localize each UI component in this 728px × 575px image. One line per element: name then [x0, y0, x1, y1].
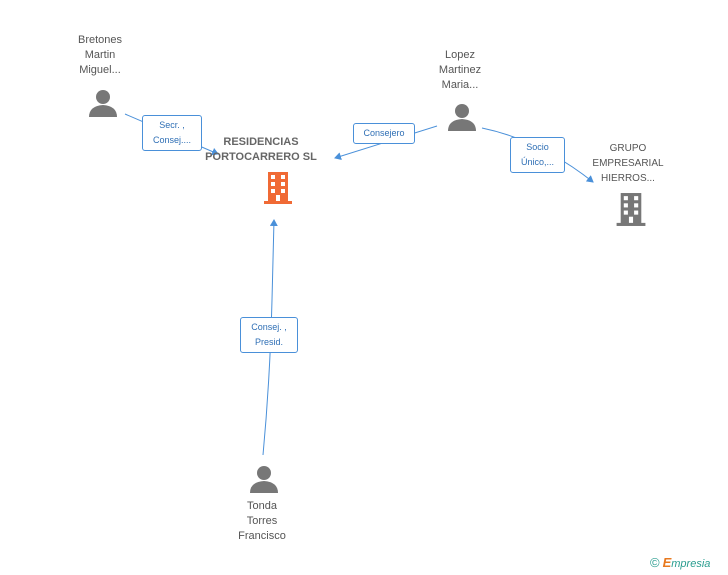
- company-name-line: HIERROS...: [601, 173, 655, 184]
- edge-label-bretones-residencias[interactable]: Secr. , Consej....: [142, 115, 202, 151]
- edge-label-line: Consej. ,: [251, 322, 287, 332]
- brand-logo-text: mpresia: [671, 558, 711, 570]
- company-name-line: EMPRESARIAL: [592, 158, 664, 169]
- person-label-lopez[interactable]: Lopez Martinez Maria...: [405, 48, 515, 93]
- edge-label-lopez-grupo[interactable]: Socio Único,...: [510, 137, 565, 173]
- person-name-line: Lopez: [445, 49, 475, 61]
- edge-label-lopez-residencias[interactable]: Consejero: [353, 123, 415, 144]
- person-name-line: Miguel...: [79, 64, 121, 76]
- edge-tonda-residencias: [262, 219, 278, 456]
- person-name-line: Tonda: [247, 500, 277, 512]
- copyright-icon: ©: [650, 555, 660, 570]
- person-name-line: Bretones: [77, 34, 123, 46]
- company-name-line: RESIDENCIAS: [223, 136, 299, 148]
- person-label-tonda[interactable]: Tonda Torres Francisco: [207, 499, 317, 544]
- edge-label-line: Socio: [526, 142, 549, 152]
- company-label-residencias[interactable]: RESIDENCIAS PORTOCARRERO SL: [196, 135, 326, 165]
- company-label-grupo[interactable]: GRUPO EMPRESARIAL HIERROS...: [573, 141, 683, 186]
- person-name-line: Torres: [246, 515, 278, 527]
- edge-label-line: Secr. ,: [159, 120, 185, 130]
- company-name-line: PORTOCARRERO SL: [205, 151, 317, 163]
- edge-label-line: Consejero: [363, 128, 405, 138]
- person-name-line: Maria...: [441, 79, 479, 91]
- edge-label-line: Presid.: [254, 337, 283, 347]
- brand-watermark: ©Empresia: [650, 555, 710, 570]
- person-icon[interactable]: [249, 465, 279, 493]
- person-icon[interactable]: [447, 103, 477, 131]
- person-label-bretones[interactable]: Bretones Martin Miguel...: [45, 33, 155, 78]
- person-name-line: Martin: [84, 49, 116, 61]
- edge-label-line: Único,...: [520, 157, 554, 167]
- brand-logo-initial: E: [662, 555, 672, 570]
- person-icon[interactable]: [88, 89, 118, 117]
- person-name-line: Martinez: [438, 64, 482, 76]
- building-icon-main[interactable]: [263, 171, 293, 205]
- edge-label-tonda-residencias[interactable]: Consej. , Presid.: [240, 317, 298, 353]
- person-name-line: Francisco: [238, 530, 286, 542]
- edge-label-line: Consej....: [152, 135, 192, 145]
- company-name-line: GRUPO: [609, 143, 647, 154]
- building-icon[interactable]: [615, 192, 647, 227]
